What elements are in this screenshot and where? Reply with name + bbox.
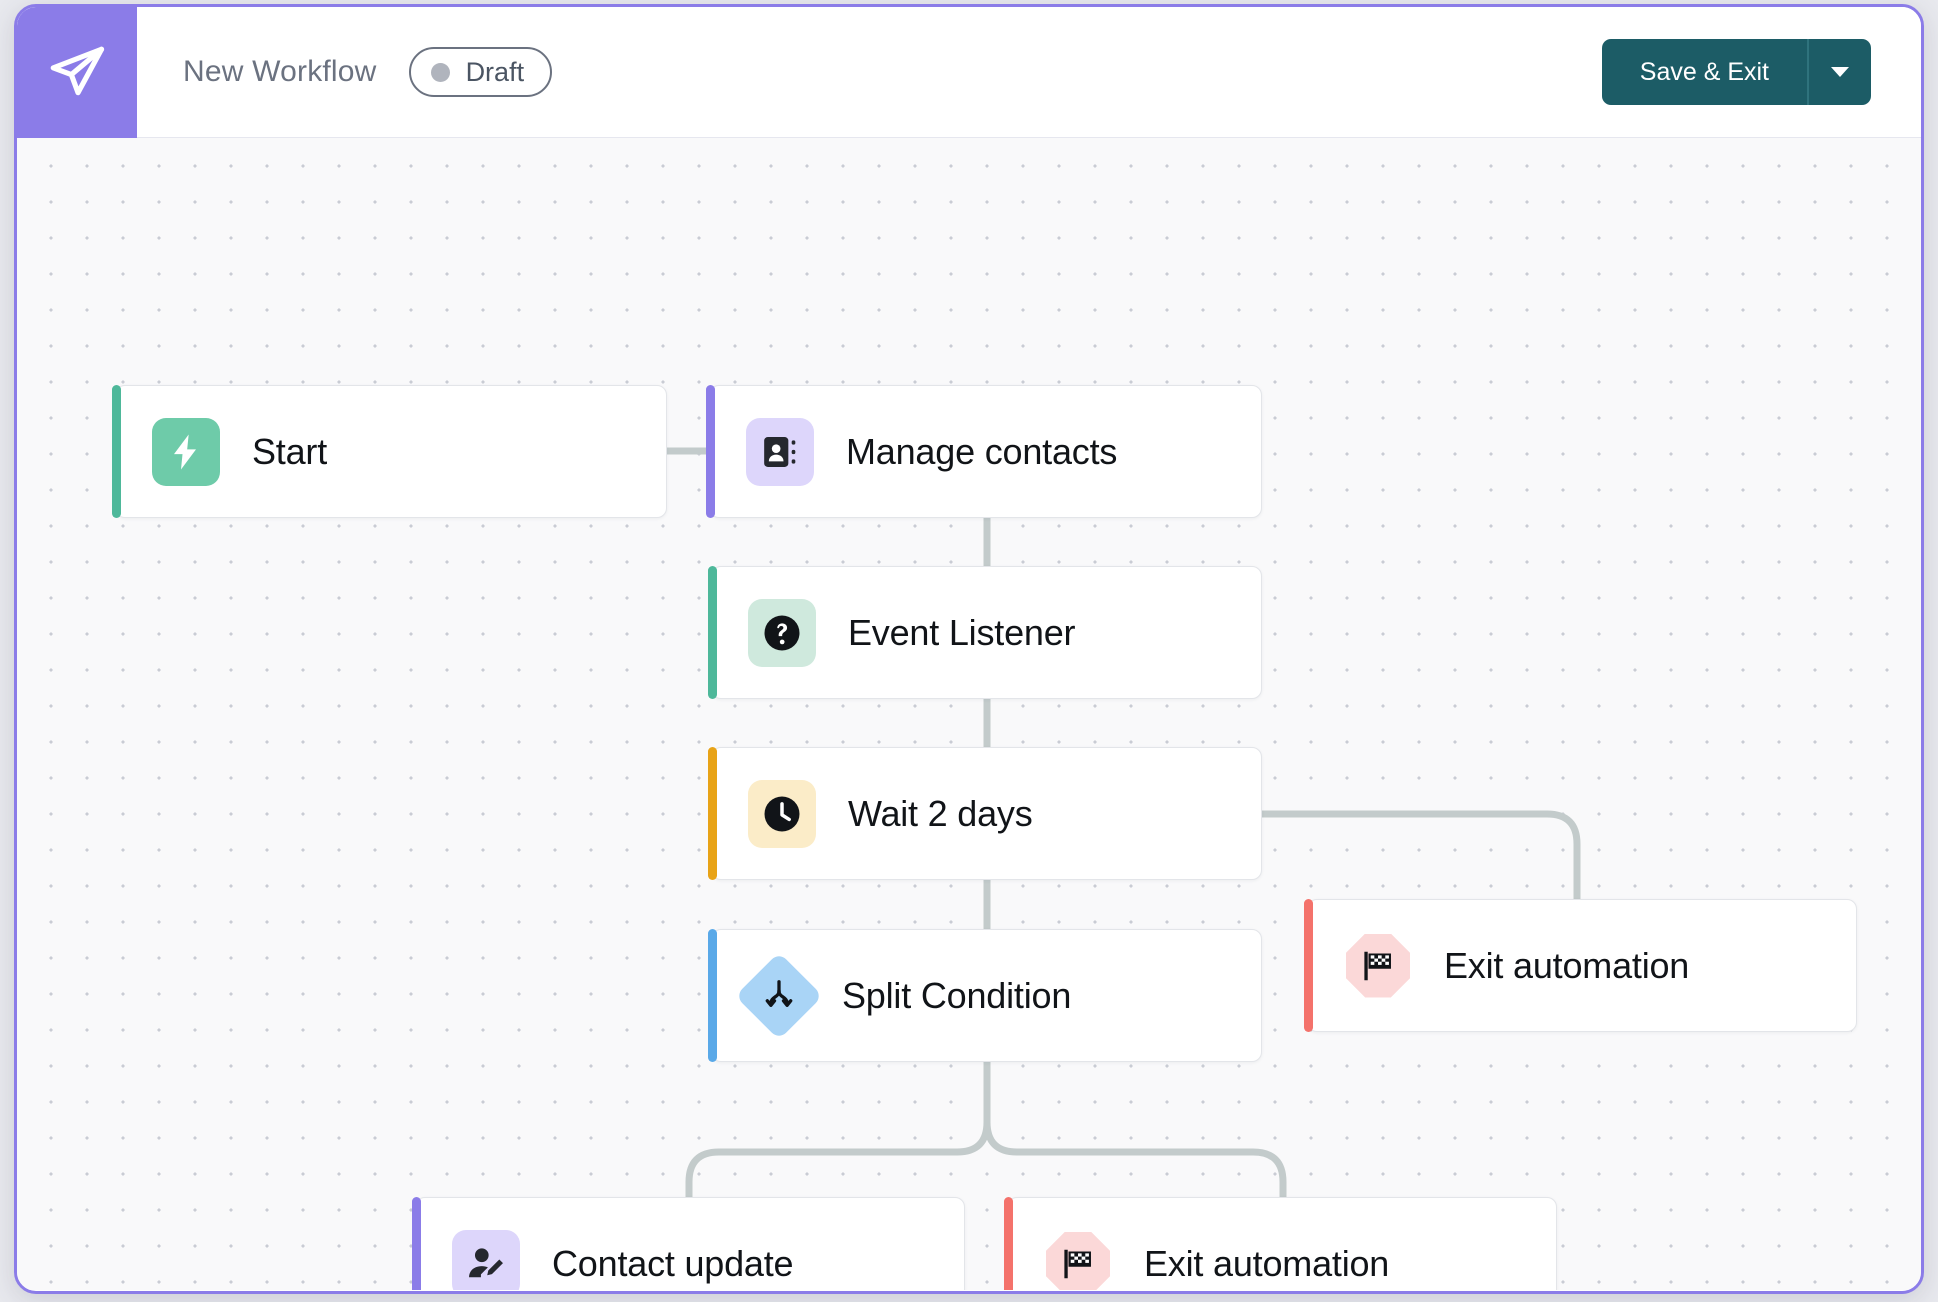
node-label-contact-update: Contact update xyxy=(552,1242,794,1284)
lightning-bolt-icon xyxy=(152,417,220,486)
clock-icon xyxy=(748,779,816,848)
header-actions: Save & Exit xyxy=(1601,39,1871,105)
workflow-node-exit-automation-bottom[interactable]: Exit automation xyxy=(1004,1197,1557,1291)
question-mark-circle-icon xyxy=(748,598,816,667)
workflow-node-exit-automation-right[interactable]: Exit automation xyxy=(1304,899,1857,1032)
contact-card-icon xyxy=(746,417,814,486)
edge-wait-to-exit-right xyxy=(1262,810,1581,899)
node-label-exit-automation-right: Exit automation xyxy=(1444,944,1690,986)
node-label-exit-automation-bottom: Exit automation xyxy=(1144,1242,1390,1284)
workflow-node-split-condition[interactable]: Split Condition xyxy=(708,929,1262,1062)
person-edit-icon xyxy=(452,1229,520,1290)
edge-split-to-contact-update xyxy=(685,1121,991,1197)
checkered-flag-icon xyxy=(1344,932,1412,1000)
send-plane-icon xyxy=(46,41,108,103)
edge-split-to-exit-bottom xyxy=(983,1121,1287,1197)
chevron-down-icon xyxy=(1831,67,1849,77)
app-header: New Workflow Draft Save & Exit xyxy=(17,7,1921,138)
node-label-start: Start xyxy=(252,430,328,472)
node-label-event-listener: Event Listener xyxy=(848,611,1076,653)
status-badge-label: Draft xyxy=(465,56,525,87)
workflow-app-frame: New Workflow Draft Save & Exit xyxy=(14,4,1924,1294)
node-label-manage-contacts: Manage contacts xyxy=(846,430,1118,472)
workflow-canvas[interactable]: Start Manage contacts xyxy=(17,138,1921,1290)
workflow-node-wait[interactable]: Wait 2 days xyxy=(708,747,1262,880)
app-logo[interactable] xyxy=(17,7,137,138)
checkered-flag-icon xyxy=(1044,1230,1112,1291)
workflow-node-event-listener[interactable]: Event Listener xyxy=(708,566,1262,699)
workflow-node-start[interactable]: Start xyxy=(112,385,667,518)
branch-split-icon xyxy=(735,951,823,1040)
node-label-split-condition: Split Condition xyxy=(842,974,1072,1016)
status-dot-icon xyxy=(430,62,450,82)
workflow-node-contact-update[interactable]: Contact update xyxy=(412,1197,965,1290)
page-title: New Workflow xyxy=(183,55,377,88)
workflow-node-manage-contacts[interactable]: Manage contacts xyxy=(706,385,1262,518)
node-label-wait: Wait 2 days xyxy=(848,792,1033,834)
save-and-exit-button[interactable]: Save & Exit xyxy=(1601,39,1807,105)
status-badge[interactable]: Draft xyxy=(408,47,553,97)
workflow-connectors xyxy=(667,447,1581,1197)
save-options-dropdown-button[interactable] xyxy=(1807,39,1871,105)
